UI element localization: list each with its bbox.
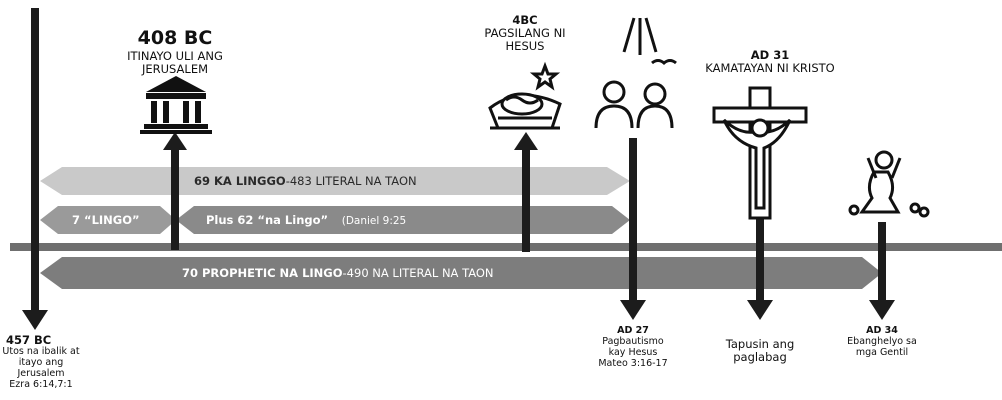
arrowhead-ad31: [747, 300, 773, 320]
label-408bc-year: 408 BC: [137, 27, 213, 49]
label-ad34-line1: Ebanghelyo sa: [847, 335, 917, 347]
label-ad27-line3: Mateo 3:16-17: [598, 357, 668, 369]
label-ad31-line1: KAMATAYAN NI KRISTO: [705, 61, 835, 76]
temple-icon: [140, 76, 212, 134]
bar-70-weeks: [40, 257, 882, 289]
arrowhead-408bc: [163, 132, 187, 150]
label-ad34-year: AD 34: [866, 325, 898, 336]
label-ad34: AD 34 Ebanghelyo sa mga Gentil: [836, 325, 928, 359]
arrowhead-457bc: [22, 310, 48, 330]
label-ad27-line2: kay Hesus: [608, 346, 658, 358]
label-457bc-line1: Utos na ibalik at: [2, 346, 80, 358]
label-4bc-year: 4BC: [512, 13, 538, 27]
label-tapusin: Tapusin ang paglabag: [710, 337, 810, 365]
timeline-line: [10, 243, 1002, 251]
bar-62-label-ref: (Daniel 9:25: [341, 215, 407, 227]
arrowhead-ad34: [869, 300, 895, 320]
label-4bc: 4BC PAGSILANG NI HESUS: [460, 13, 590, 54]
manger-icon: [488, 61, 562, 130]
bar-7-label: 7 “LINGO”: [72, 213, 140, 227]
label-457bc: 457 BC Utos na ibalik at itayo ang Jerus…: [0, 333, 84, 391]
label-408bc: 408 BC ITINAYO ULI ANG JERUSALEM: [110, 27, 240, 77]
label-457bc-line4: Ezra 6:14,7:1: [9, 378, 73, 390]
bar-69-weeks: [40, 167, 630, 195]
label-457bc-line2: itayo ang: [18, 357, 64, 369]
bar-62-label-bold: Plus 62 “na Lingo”: [206, 213, 329, 227]
label-4bc-line1: PAGSILANG NI: [484, 26, 566, 41]
bar-62-weeks: [176, 206, 630, 234]
arrowhead-4bc: [514, 132, 538, 150]
bar-69-label-rest: -483 LITERAL NA TAON: [285, 174, 417, 188]
label-ad31-year: AD 31: [750, 48, 790, 62]
label-4bc-line2: HESUS: [505, 39, 545, 54]
arrowhead-ad27: [620, 300, 646, 320]
bar-70-label-bold: 70 PROPHETIC NA LINGO: [182, 266, 343, 280]
label-ad34-line2: mga Gentil: [855, 346, 909, 358]
bar-7-label-text: 7 “LINGO”: [72, 213, 140, 227]
bar-69-label-bold: 69 KA LINGGO: [194, 174, 286, 188]
label-tapusin-line2: paglabag: [733, 350, 787, 365]
bar-70-label: 70 PROPHETIC NA LINGO-490 NA LITERAL NA …: [182, 266, 494, 280]
label-ad27-year: AD 27: [617, 325, 649, 336]
kneeling-stoning-icon: [848, 150, 930, 218]
bar-70-label-rest: -490 NA LITERAL NA TAON: [342, 266, 494, 280]
label-ad27-line1: Pagbautismo: [602, 335, 664, 347]
label-ad27: AD 27 Pagbautismo kay Hesus Mateo 3:16-1…: [588, 325, 678, 370]
bar-62-label: Plus 62 “na Lingo” (Daniel 9:25: [206, 213, 406, 227]
label-457bc-year: 457 BC: [6, 333, 52, 347]
label-457bc-line3: Jerusalem: [17, 368, 65, 380]
label-ad31: AD 31 KAMATAYAN NI KRISTO: [670, 48, 870, 76]
label-408bc-line1: ITINAYO ULI ANG: [127, 48, 223, 63]
baptism-icon: [594, 17, 677, 129]
label-408bc-line2: JERUSALEM: [141, 62, 209, 77]
bar-69-label: 69 KA LINGGO-483 LITERAL NA TAON: [194, 174, 417, 188]
crucifixion-icon: [712, 86, 808, 220]
bar-7-weeks: [40, 206, 176, 234]
label-tapusin-line1: Tapusin ang: [725, 337, 795, 351]
